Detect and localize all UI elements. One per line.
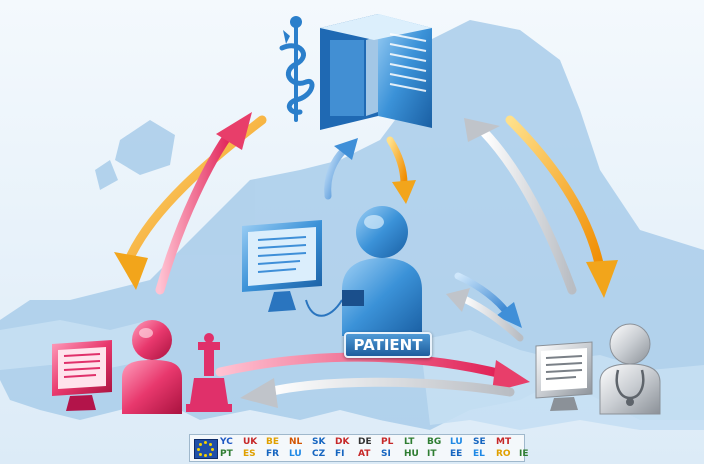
country-code-se: SE	[473, 437, 486, 447]
country-code-row-1: YC UK BE NL SK DK DE PL LT BG LU SE MT	[220, 436, 520, 448]
patient-icon	[342, 206, 422, 336]
country-code-es: ES	[243, 449, 256, 459]
country-code-sk: SK	[312, 437, 326, 447]
arrow-right-to-server	[464, 118, 577, 295]
country-code-ro: RO	[496, 449, 511, 459]
arrow-server-to-right	[505, 115, 618, 298]
country-code-hu: HU	[404, 449, 419, 459]
country-code-ie: IE	[519, 449, 529, 459]
country-code-lt: LT	[404, 437, 415, 447]
country-code-yc: YC	[220, 437, 233, 447]
arrow-doctor-to-patient	[446, 288, 524, 342]
country-code-fr: FR	[266, 449, 280, 459]
country-code-fi: FI	[335, 449, 345, 459]
country-code-dk: DK	[335, 437, 350, 447]
country-code-pt: PT	[220, 449, 233, 459]
country-code-mt: MT	[496, 437, 512, 447]
monitor-icon	[242, 220, 343, 317]
country-code-ee: EE	[450, 449, 463, 459]
country-code-pl: PL	[381, 437, 394, 447]
country-code-lu: LU	[289, 449, 302, 459]
country-code-uk: UK	[243, 437, 258, 447]
country-code-nl: NL	[289, 437, 303, 447]
country-code-de: DE	[358, 437, 372, 447]
country-code-it: IT	[427, 449, 437, 459]
microscope-icon	[186, 333, 232, 412]
arrow-patient-to-doctor	[454, 272, 522, 328]
country-code-row-2: PT ES FR LU CZ FI AT SI HU IT EE EL RO IE	[220, 448, 529, 460]
country-code-be: BE	[266, 437, 280, 447]
country-codes: YC UK BE NL SK DK DE PL LT BG LU SE MT PT ES FR LU CZ FI A…	[220, 436, 529, 460]
caduceus-icon	[279, 16, 315, 122]
patient-label: PATIENT	[344, 332, 432, 358]
country-legend: YC UK BE NL SK DK DE PL LT BG LU SE MT PT ES FR LU CZ FI A…	[189, 434, 529, 462]
country-code-el: EL	[473, 449, 485, 459]
country-code-bg: BG	[427, 437, 442, 447]
pink-monitor-icon	[52, 340, 112, 411]
country-code-at: AT	[358, 449, 371, 459]
arrow-patient-to-server	[324, 138, 358, 200]
country-code-cz: CZ	[312, 449, 326, 459]
eu-flag-icon	[194, 439, 218, 459]
doctor-icon	[599, 323, 661, 415]
grey-monitor-icon	[535, 341, 593, 411]
pink-person-icon	[122, 320, 182, 414]
arrow-server-to-patient	[386, 136, 416, 204]
server-icon	[320, 14, 432, 130]
country-code-lu: LU	[450, 437, 463, 447]
arrow-left-to-server	[155, 112, 252, 295]
arrow-right-to-left-bottom	[240, 377, 515, 408]
europe-map	[0, 20, 704, 430]
country-code-si: SI	[381, 449, 391, 459]
